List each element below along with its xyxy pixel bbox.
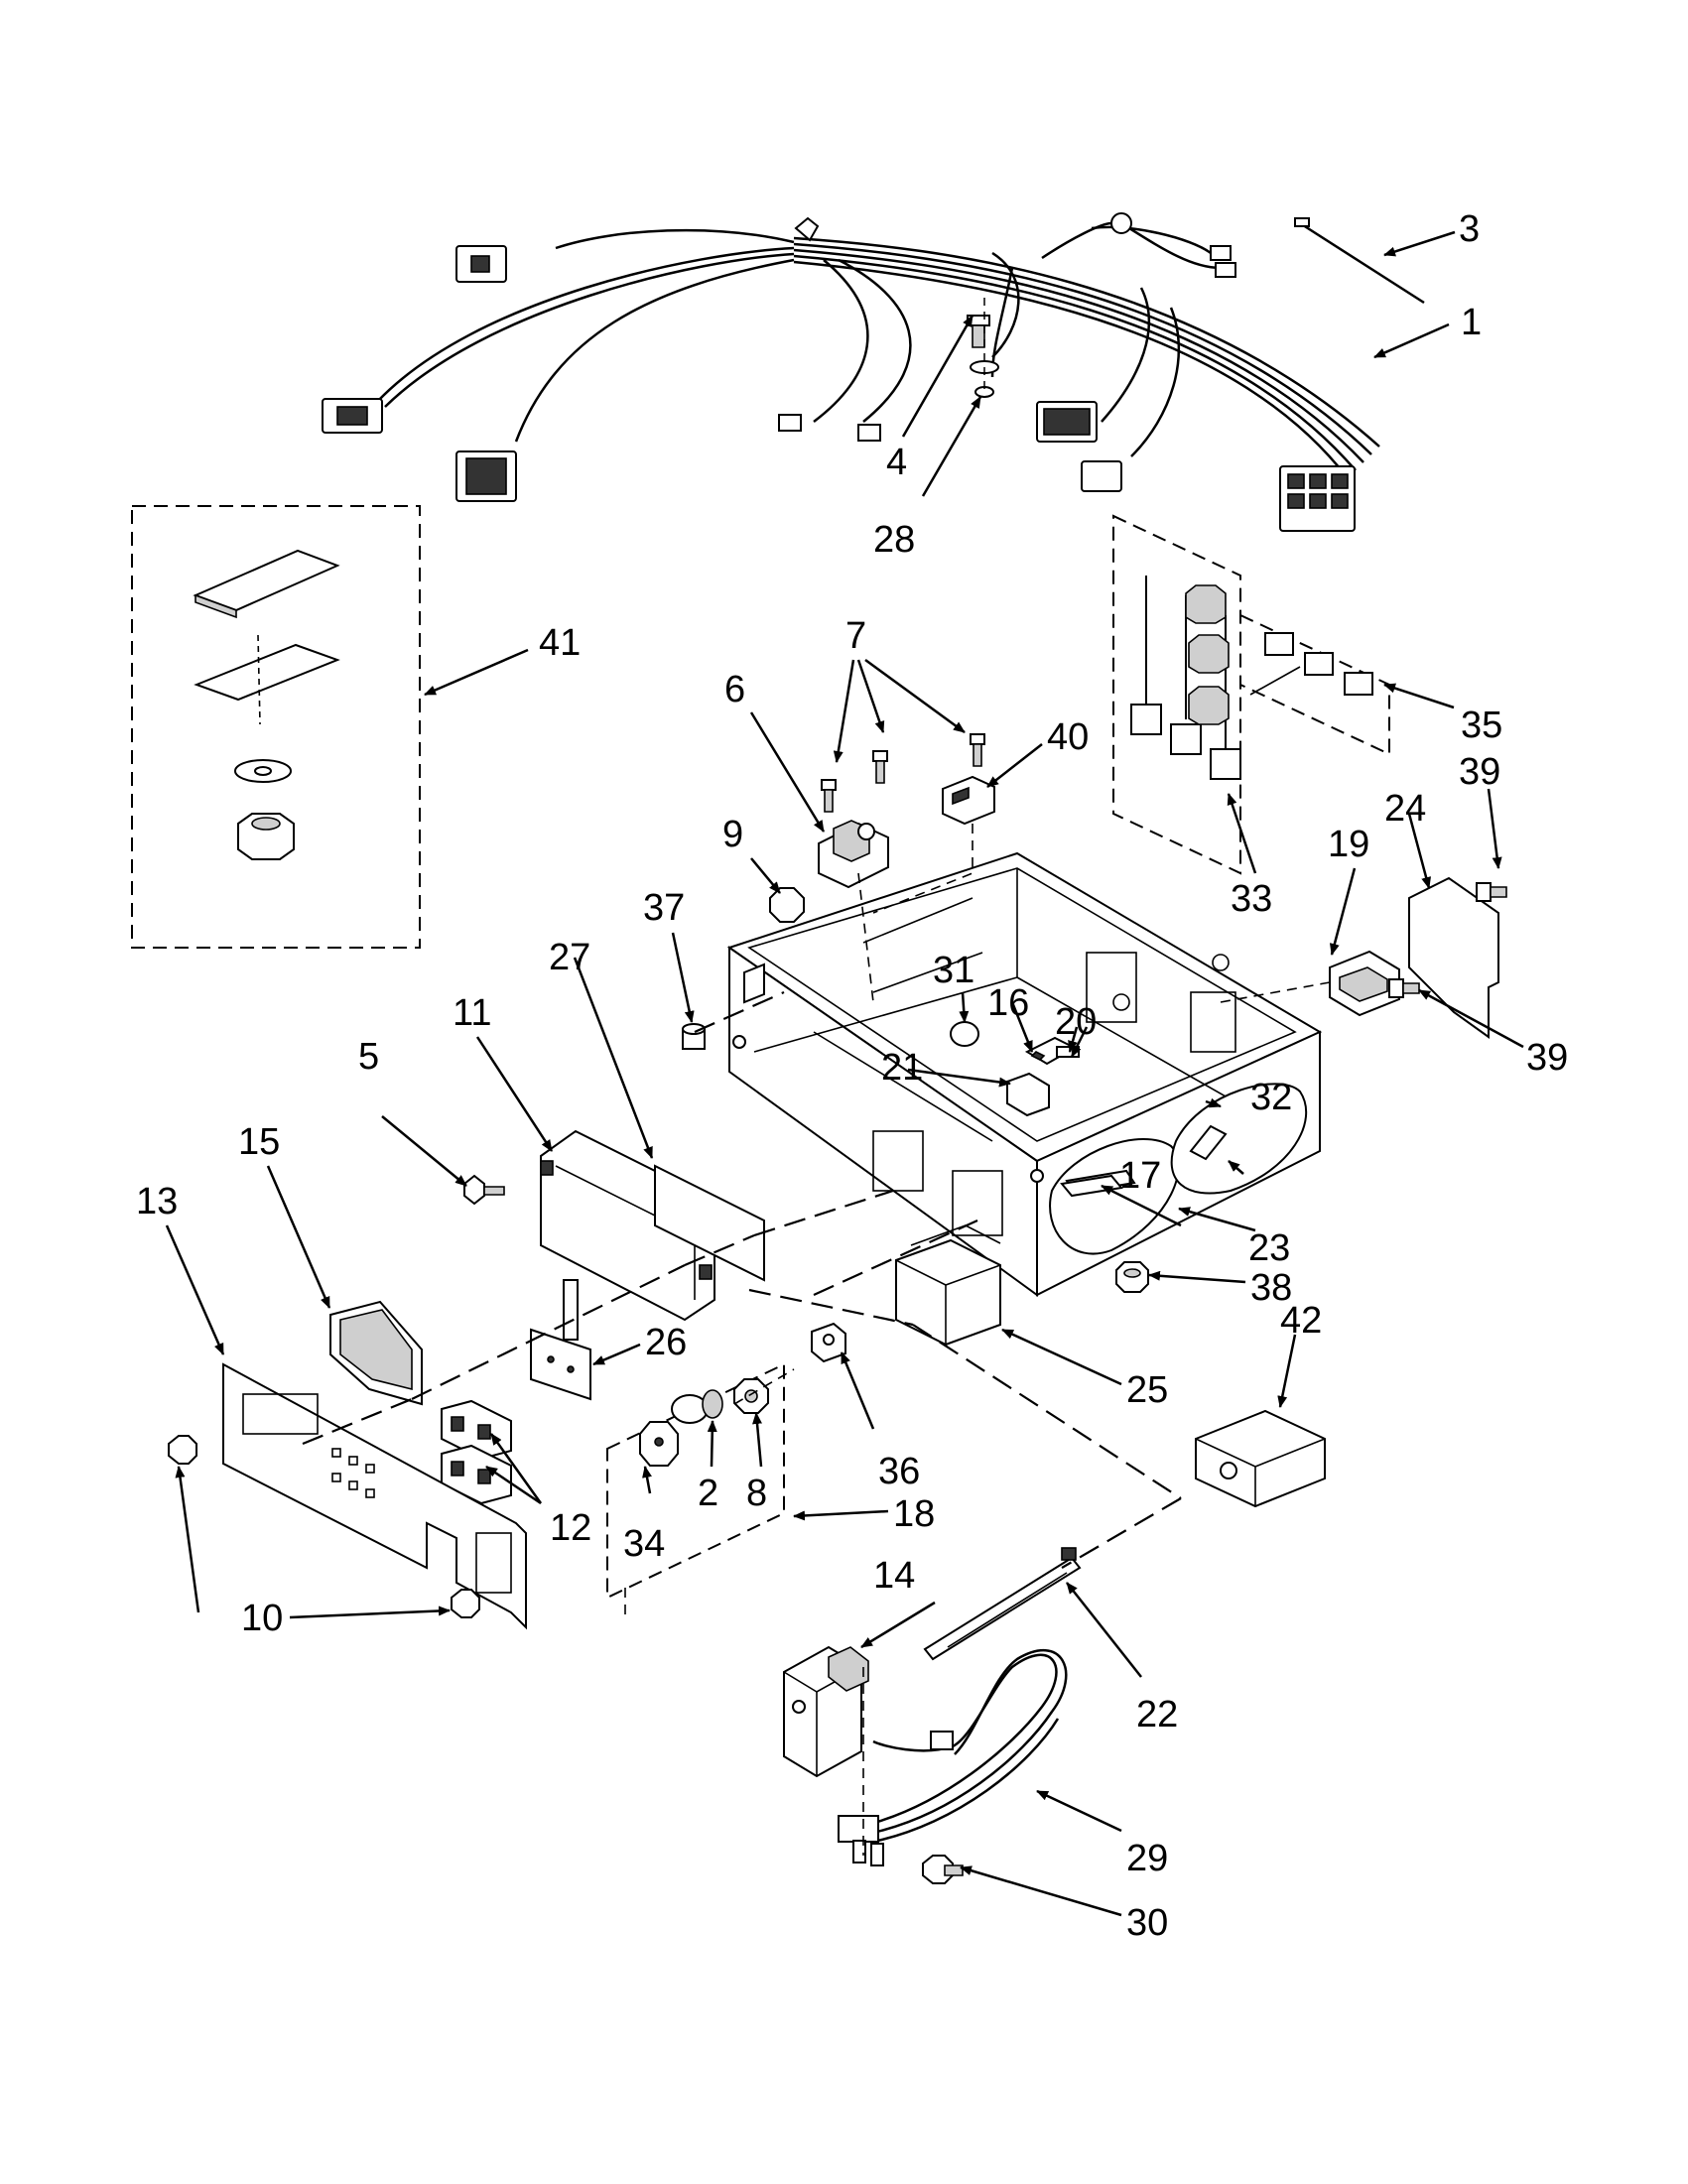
part-14-switch xyxy=(783,1645,869,1778)
part-29-wires xyxy=(838,1648,1068,1866)
part-17-bracket xyxy=(1060,1174,1123,1198)
part-30-screw xyxy=(922,1855,964,1884)
callout-5: 5 xyxy=(358,1036,379,1078)
internal-parts xyxy=(950,1021,1080,1117)
wire-harness xyxy=(322,212,1380,532)
part-13-faceplate xyxy=(222,1362,527,1630)
callout-1: 1 xyxy=(1461,302,1482,343)
callout-34: 34 xyxy=(623,1523,665,1565)
group-18-box xyxy=(606,1362,785,1600)
callout-22: 22 xyxy=(1136,1694,1178,1735)
assembly-lines xyxy=(302,824,1331,1856)
part-10-screws xyxy=(168,1435,480,1618)
callout-11: 11 xyxy=(453,992,491,1034)
part-37-spacer xyxy=(682,1023,706,1050)
callout-18: 18 xyxy=(893,1493,935,1535)
callout-16: 16 xyxy=(987,982,1029,1024)
callout-37: 37 xyxy=(643,887,685,929)
callout-21: 21 xyxy=(881,1047,923,1089)
callout-12: 12 xyxy=(550,1507,591,1549)
part-15-board xyxy=(329,1300,423,1406)
callout-24: 24 xyxy=(1384,788,1426,830)
part-5-screw xyxy=(463,1174,505,1206)
callout-3: 3 xyxy=(1459,208,1480,250)
part-28-washer xyxy=(970,298,999,398)
part-22-rod xyxy=(923,1547,1082,1661)
callout-labels: 1 2 3 4 5 6 7 8 9 10 11 12 13 14 15 16 1… xyxy=(136,208,1568,1944)
callout-29: 29 xyxy=(1126,1838,1168,1879)
part-24-plate xyxy=(1408,876,1499,1039)
callout-17: 17 xyxy=(1119,1155,1161,1197)
group-18-parts xyxy=(639,1378,769,1467)
callout-14: 14 xyxy=(873,1555,915,1597)
callout-32: 32 xyxy=(1250,1077,1292,1118)
part-40-connector xyxy=(942,775,995,826)
callout-arrows xyxy=(165,230,1524,1917)
callout-23: 23 xyxy=(1248,1227,1290,1269)
callout-42: 42 xyxy=(1280,1300,1322,1342)
callout-2: 2 xyxy=(698,1473,718,1514)
callout-40: 40 xyxy=(1047,716,1089,758)
part-9-grommet xyxy=(769,887,805,923)
console-housing xyxy=(726,851,1323,1297)
callout-25: 25 xyxy=(1126,1369,1168,1411)
group-33-parts xyxy=(1112,514,1390,875)
callout-7: 7 xyxy=(845,615,866,657)
part-3-cable-tie xyxy=(1294,217,1425,305)
part-6-valve xyxy=(818,820,889,889)
group-41-box xyxy=(131,505,421,949)
part-19-bracket xyxy=(1329,950,1400,1017)
callout-38: 38 xyxy=(1250,1267,1292,1309)
part-38-nut xyxy=(1115,1261,1149,1293)
callout-39-top: 39 xyxy=(1459,751,1500,793)
callout-41: 41 xyxy=(539,622,581,664)
part-25-box xyxy=(895,1224,1001,1347)
callout-19: 19 xyxy=(1328,824,1369,865)
part-27-panel xyxy=(654,1164,765,1282)
group-41-parts xyxy=(193,549,340,860)
callout-6: 6 xyxy=(724,669,745,710)
callout-31: 31 xyxy=(933,950,974,991)
callout-28: 28 xyxy=(873,519,915,561)
part-39-screws xyxy=(1388,882,1507,998)
callout-26: 26 xyxy=(645,1322,687,1363)
callout-30: 30 xyxy=(1126,1902,1168,1944)
callout-4: 4 xyxy=(886,442,907,483)
callout-15: 15 xyxy=(238,1121,280,1163)
part-36-bracket xyxy=(811,1322,846,1363)
callout-35: 35 xyxy=(1461,705,1502,746)
callout-10: 10 xyxy=(241,1598,283,1639)
callout-33: 33 xyxy=(1231,878,1272,920)
part-26-board xyxy=(530,1279,591,1401)
callout-13: 13 xyxy=(136,1181,178,1222)
callout-39-bottom: 39 xyxy=(1526,1037,1568,1079)
part-7-screws xyxy=(821,733,985,813)
callout-9: 9 xyxy=(722,814,743,855)
callout-27: 27 xyxy=(549,937,590,978)
callout-8: 8 xyxy=(746,1473,767,1514)
part-42-box xyxy=(1195,1409,1326,1508)
callout-36: 36 xyxy=(878,1451,920,1492)
callout-20: 20 xyxy=(1055,1001,1097,1043)
